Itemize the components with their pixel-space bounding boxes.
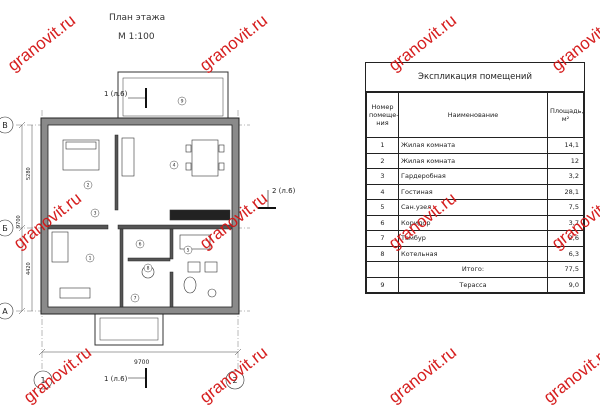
dimension-left-bottom: 4420 bbox=[26, 262, 32, 275]
table-row-terrace: 9 Терасса 9,0 bbox=[366, 276, 584, 293]
row-number: 2 bbox=[366, 152, 399, 169]
room-number: 4 bbox=[173, 163, 176, 169]
row-area: 28,1 bbox=[547, 183, 584, 200]
axis-number: 1 bbox=[40, 376, 45, 385]
row-name: Жилая комната bbox=[398, 152, 548, 169]
row-name: Гардеробная bbox=[398, 168, 548, 185]
section-mark-top-label: 1 (л.6) bbox=[104, 90, 128, 98]
row-name: Терасса bbox=[398, 276, 548, 293]
axis-letter: Б bbox=[2, 224, 8, 233]
section-mark-bottom: 1 (л.6) bbox=[104, 368, 147, 388]
row-area: 14,1 bbox=[547, 137, 584, 154]
section-mark-top: 1 (л.6) bbox=[104, 88, 147, 108]
row-area: 9,0 bbox=[547, 276, 584, 293]
watermark: granovit.ru bbox=[385, 342, 460, 407]
room-number: 2 bbox=[87, 183, 90, 189]
row-number: 3 bbox=[366, 168, 399, 185]
floor-plan-drawing: 1 2 3 4 5 6 7 8 9 1 (л.6) 2 (л.6) 1 (л.6… bbox=[0, 71, 296, 390]
axis-bubbles-letters bbox=[0, 116, 14, 320]
plan-title: План этажа bbox=[109, 13, 166, 23]
axis-bubbles-numbers bbox=[33, 370, 245, 390]
interior-walls bbox=[47, 134, 233, 308]
furniture bbox=[51, 137, 231, 299]
header-number: Номер помеще-ния bbox=[366, 92, 399, 138]
table-title: Экспликация помещений bbox=[366, 63, 584, 92]
dimension-total: 9700 bbox=[134, 359, 149, 366]
table-row: 2 Жилая комната 12 bbox=[366, 152, 584, 169]
room-number: 1 bbox=[89, 256, 92, 262]
row-name: Котельная bbox=[398, 245, 548, 262]
total-label: Итого: bbox=[398, 261, 548, 278]
axis-letter: В bbox=[2, 121, 8, 130]
axis-letter: А bbox=[2, 307, 8, 316]
row-area: 12 bbox=[547, 152, 584, 169]
section-mark-bottom-label: 1 (л.6) bbox=[104, 375, 128, 383]
room-number: 6 bbox=[139, 242, 142, 248]
section-mark-right: 2 (л.6) bbox=[258, 187, 296, 209]
row-number: 4 bbox=[366, 183, 399, 200]
room-number: 5 bbox=[187, 248, 190, 254]
row-name: Гостиная bbox=[398, 183, 548, 200]
room-number: 3 bbox=[94, 211, 97, 217]
table-row: 4 Гостиная 28,1 bbox=[366, 183, 584, 200]
exterior-walls bbox=[40, 117, 240, 315]
header-area: Площадь, м² bbox=[547, 92, 584, 138]
axis-number: 2 bbox=[232, 376, 237, 385]
dimension-lines bbox=[18, 121, 242, 356]
terrace bbox=[117, 71, 229, 121]
table-row: 7 Тамбур 2,6 bbox=[366, 230, 584, 247]
row-number: 1 bbox=[366, 137, 399, 154]
row-number: 9 bbox=[366, 276, 399, 293]
table-row: 5 Сан.узел 7,5 bbox=[366, 199, 584, 216]
room-markers bbox=[83, 96, 193, 303]
table-total-row: Итого: 77,5 bbox=[366, 261, 584, 278]
dimension-left-top: 5280 bbox=[26, 167, 32, 180]
total-area: 77,5 bbox=[547, 261, 584, 278]
room-number: 9 bbox=[181, 99, 184, 105]
room-number-labels: 1 2 3 4 5 6 7 8 9 bbox=[87, 99, 190, 302]
plan-scale: М 1:100 bbox=[118, 32, 155, 42]
header-name: Наименование bbox=[398, 92, 548, 138]
watermark: granovit.ru bbox=[540, 342, 600, 407]
row-area: 7,5 bbox=[547, 199, 584, 216]
entry-porch bbox=[94, 312, 164, 346]
total-number-cell bbox=[366, 261, 399, 278]
room-schedule-table: Экспликация помещений Номер помеще-ния Н… bbox=[365, 62, 585, 294]
row-number: 6 bbox=[366, 214, 399, 231]
table-row: 3 Гардеробная 3,2 bbox=[366, 168, 584, 185]
row-area: 3,2 bbox=[547, 168, 584, 185]
row-name: Жилая комната bbox=[398, 137, 548, 154]
room-number: 8 bbox=[147, 266, 150, 272]
table-row: 1 Жилая комната 14,1 bbox=[366, 137, 584, 154]
dimension-left-total: 9700 bbox=[16, 215, 22, 228]
room-number: 7 bbox=[134, 296, 137, 302]
section-mark-right-label: 2 (л.6) bbox=[272, 187, 296, 195]
row-number: 5 bbox=[366, 199, 399, 216]
